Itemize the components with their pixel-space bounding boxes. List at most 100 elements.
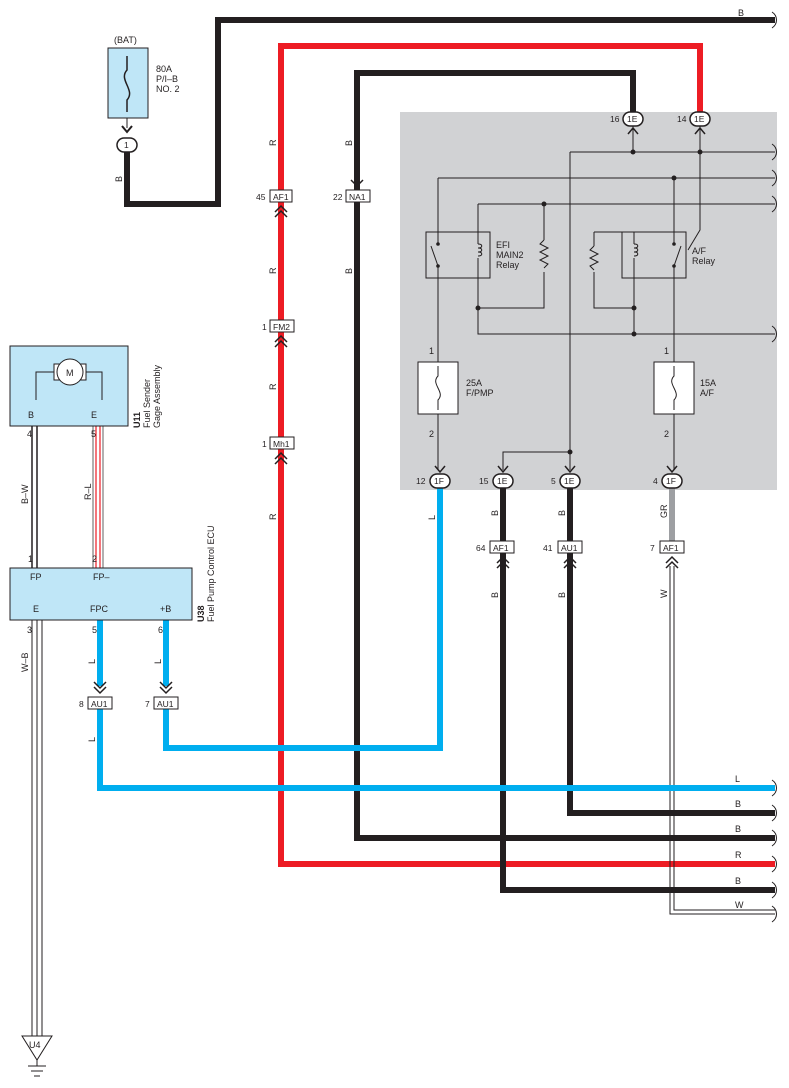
ground-symbol <box>21 1035 53 1077</box>
relay-box <box>400 112 777 490</box>
fuse-25a <box>417 361 459 415</box>
ecu-code: U38 <box>196 605 206 622</box>
bat-wire-label: B <box>114 176 124 182</box>
rect-connectors <box>87 189 685 710</box>
wire-label-b-au41: B <box>557 592 567 598</box>
wire-w <box>669 566 775 915</box>
junction-dots <box>475 149 703 455</box>
right-wire-label-5: B <box>735 876 741 886</box>
fuse-15a <box>653 361 695 415</box>
f1-4-num: 4 <box>653 476 658 486</box>
wire-label-b-na1-1: B <box>344 140 354 146</box>
wire-label-b-e15: B <box>490 510 500 516</box>
bat-pin: 1 <box>124 140 129 150</box>
wire-breaks <box>771 11 777 923</box>
ecu-label-fpc: FPC <box>90 604 109 614</box>
af1-45-num: 45 <box>256 192 266 202</box>
ecu-pin-fpc: 5 <box>92 625 97 635</box>
sender-pin-b: 4 <box>27 429 32 439</box>
ecu-pin-e: 3 <box>27 625 32 635</box>
efi-main2-relay <box>425 231 550 279</box>
af-relay <box>588 231 687 279</box>
connector-arrows <box>434 126 706 474</box>
e1-16-num: 16 <box>610 114 620 124</box>
connector-chevrons <box>93 179 679 695</box>
top-right-wire-label: B <box>738 8 744 18</box>
wire-bat-b <box>124 17 775 207</box>
au1-7-num: 7 <box>145 699 150 709</box>
efi-relay-line-1: EFI <box>496 240 510 250</box>
af1-64-name: AF1 <box>493 543 509 553</box>
f1-12-name: 1F <box>434 476 444 486</box>
wire-label-r-1: R <box>268 139 278 146</box>
ecu-label-e: E <box>33 604 39 614</box>
wire-label-l-fpc: L <box>87 659 97 664</box>
right-wire-label-4: R <box>735 850 742 860</box>
wire-label-rl: R–L <box>83 483 93 500</box>
e1-5-name: 1E <box>564 476 575 486</box>
bat-fuse-line-3: NO. 2 <box>156 84 180 94</box>
na1-22-num: 22 <box>333 192 343 202</box>
wire-l-right <box>97 706 775 791</box>
wire-label-l-f12: L <box>427 515 437 520</box>
wire-label-b-af64: B <box>490 592 500 598</box>
af-relay-line-1: A/F <box>692 246 707 256</box>
e1-15-name: 1E <box>497 476 508 486</box>
ecu-label-fpm: FP– <box>93 572 110 582</box>
f1-12-num: 12 <box>416 476 426 486</box>
af1-7-name: AF1 <box>663 543 679 553</box>
sender-motor-label: M <box>66 368 74 378</box>
e1-14-name: 1E <box>694 114 705 124</box>
au1-7-name: AU1 <box>157 699 174 709</box>
ecu-name: Fuel Pump Control ECU <box>206 525 216 622</box>
e1-5-num: 5 <box>551 476 556 486</box>
fuse1-line-2: F/PMP <box>466 388 494 398</box>
au1-8-num: 8 <box>79 699 84 709</box>
ground-label: U4 <box>29 1040 41 1050</box>
fuel-pump-ecu <box>9 567 193 621</box>
oval-connectors <box>116 111 711 489</box>
wire-label-r-3: R <box>268 383 278 390</box>
au1-41-name: AU1 <box>561 543 578 553</box>
wire-b-e15 <box>500 488 775 893</box>
right-wire-label-1: L <box>735 774 740 784</box>
wire-label-l-au8: L <box>87 737 97 742</box>
efi-relay-line-2: MAIN2 <box>496 250 524 260</box>
sender-name: Fuel Sender <box>142 379 152 428</box>
fm2-1-num: 1 <box>262 322 267 332</box>
right-wire-label-2: B <box>735 799 741 809</box>
efi-relay-line-3: Relay <box>496 260 520 270</box>
ecu-pin-fpm: 2 <box>92 554 97 564</box>
e1-15-num: 15 <box>479 476 489 486</box>
wire-w-inner <box>673 566 775 911</box>
mh1-1-num: 1 <box>262 439 267 449</box>
au1-41-num: 41 <box>543 543 553 553</box>
bat-fuse-line-2: P/I–B <box>156 74 178 84</box>
sender-pin-e: 5 <box>91 429 96 439</box>
fuse1-line-1: 25A <box>466 378 482 388</box>
af1-7-num: 7 <box>650 543 655 553</box>
wire-label-gr: GR <box>659 504 669 518</box>
sender-pin-e-label: E <box>91 410 97 420</box>
wire-wb <box>31 620 43 1040</box>
af-relay-line-2: Relay <box>692 256 716 266</box>
wire-bw <box>31 426 38 568</box>
wire-label-b-na1-2: B <box>344 268 354 274</box>
bat-label: (BAT) <box>114 35 137 45</box>
wire-label-l-b: L <box>153 659 163 664</box>
fm2-1-name: FM2 <box>273 322 290 332</box>
wire-label-r-4: R <box>268 513 278 520</box>
e1-16-name: 1E <box>627 114 638 124</box>
af1-64-num: 64 <box>476 543 486 553</box>
fuse2-line-1: 15A <box>700 378 716 388</box>
wire-label-b-e5: B <box>557 510 567 516</box>
ecu-pin-fp: 1 <box>28 554 33 564</box>
wire-label-bw: B–W <box>20 484 30 504</box>
right-wire-label-6: W <box>735 900 744 910</box>
ecu-pin-b: 6 <box>158 625 163 635</box>
ecu-label-b: +B <box>160 604 171 614</box>
fuse1-pin-bottom: 2 <box>429 429 434 439</box>
mh1-1-name: Mh1 <box>273 439 290 449</box>
sender-code: U11 <box>132 412 142 428</box>
